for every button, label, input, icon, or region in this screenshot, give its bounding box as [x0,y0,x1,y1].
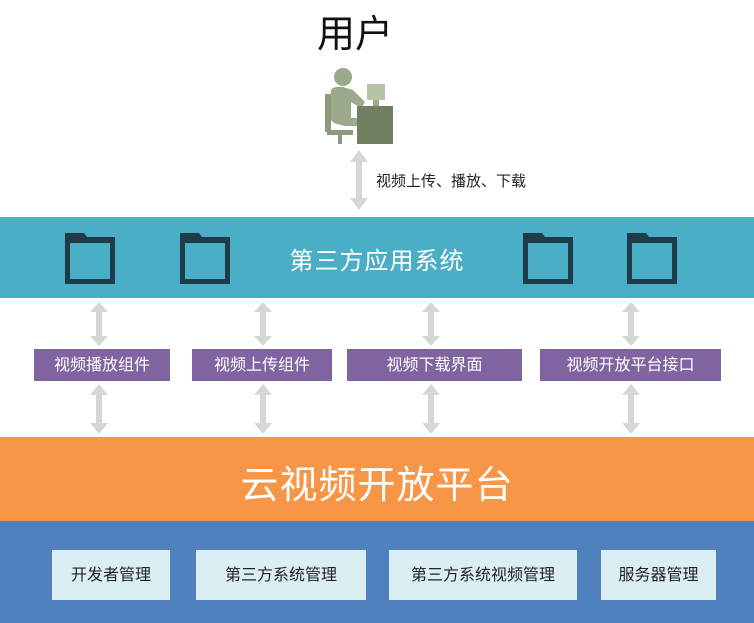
component-platform-arrow [90,384,108,434]
component-video-upload: 视频上传组件 [192,349,332,381]
app-layer-band: 第三方应用系统 [0,217,754,298]
user-at-computer-icon [323,66,395,146]
app-component-arrow [622,302,640,346]
user-title: 用户 [316,12,393,56]
component-platform-arrow [422,384,440,434]
component-video-player: 视频播放组件 [34,349,170,381]
component-platform-arrow [254,384,272,434]
user-action-label: 视频上传、播放、下载 [376,172,527,190]
folder-icon [62,229,118,287]
mgmt-third-party-video: 第三方系统视频管理 [389,550,577,600]
app-component-arrow [422,302,440,346]
folder-icon [520,229,576,287]
component-open-platform-api: 视频开放平台接口 [540,349,721,381]
platform-band: 云视频开放平台 [0,437,754,521]
app-component-arrow [254,302,272,346]
component-platform-arrow [622,384,640,434]
mgmt-third-party-system: 第三方系统管理 [196,550,366,600]
platform-title: 云视频开放平台 [240,463,514,507]
app-layer-title: 第三方应用系统 [289,247,465,275]
user-app-arrow [350,150,368,210]
mgmt-server: 服务器管理 [601,550,716,600]
folder-icon [177,229,233,287]
mgmt-developer: 开发者管理 [52,550,170,600]
app-component-arrow [90,302,108,346]
management-band: 开发者管理 第三方系统管理 第三方系统视频管理 服务器管理 [0,521,754,623]
folder-icon [624,229,680,287]
component-video-download: 视频下载界面 [347,349,522,381]
